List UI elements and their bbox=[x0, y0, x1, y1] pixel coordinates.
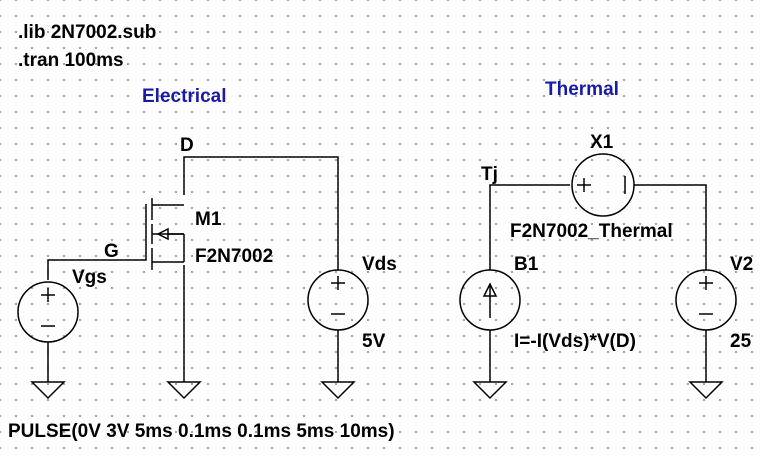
ground-symbol-vds bbox=[320, 381, 356, 400]
drain-net-wire[interactable] bbox=[183, 156, 339, 270]
electrical-section-title: Electrical bbox=[142, 86, 227, 107]
tj-net-wire[interactable] bbox=[489, 184, 570, 270]
vds-voltage-source[interactable] bbox=[307, 269, 369, 382]
drain-net-label: D bbox=[180, 135, 194, 156]
ground-symbol-vgs bbox=[30, 381, 66, 400]
thermal-model-x1[interactable] bbox=[571, 153, 635, 217]
ambient-net-wire[interactable] bbox=[634, 184, 707, 270]
v2-ref-label: V2 bbox=[730, 254, 753, 275]
vds-ref-label: Vds bbox=[362, 254, 397, 275]
vgs-ref-label: Vgs bbox=[72, 267, 107, 288]
b1-value-label: I=-I(Vds)*V(D) bbox=[514, 331, 636, 352]
mosfet-m1[interactable] bbox=[151, 198, 185, 270]
b1-ref-label: B1 bbox=[514, 254, 539, 275]
mosfet-ref-label: M1 bbox=[195, 209, 222, 230]
ground-symbol-source bbox=[166, 381, 202, 400]
tran-directive[interactable]: .tran 100ms bbox=[18, 50, 124, 71]
tj-net-label: Tj bbox=[481, 164, 498, 185]
v2-value-label: 25 bbox=[730, 331, 752, 352]
ground-symbol-v2 bbox=[688, 381, 724, 400]
x1-model-label: F2N7002_Thermal bbox=[510, 221, 673, 242]
gate-net-label: G bbox=[104, 241, 119, 262]
gate-net-wire[interactable] bbox=[47, 204, 147, 280]
thermal-section-title: Thermal bbox=[545, 79, 619, 100]
v2-voltage-source[interactable] bbox=[675, 269, 737, 382]
vgs-pulse-value: PULSE(0V 3V 5ms 0.1ms 0.1ms 5ms 10ms) bbox=[8, 421, 395, 442]
ground-symbol-b1 bbox=[472, 381, 508, 400]
lib-directive[interactable]: .lib 2N7002.sub bbox=[18, 22, 156, 43]
vgs-voltage-source[interactable] bbox=[17, 281, 79, 382]
vds-value-label: 5V bbox=[362, 331, 386, 352]
mosfet-model-label: F2N7002 bbox=[195, 246, 273, 267]
x1-ref-label: X1 bbox=[590, 132, 614, 153]
b1-current-source[interactable] bbox=[459, 269, 521, 382]
